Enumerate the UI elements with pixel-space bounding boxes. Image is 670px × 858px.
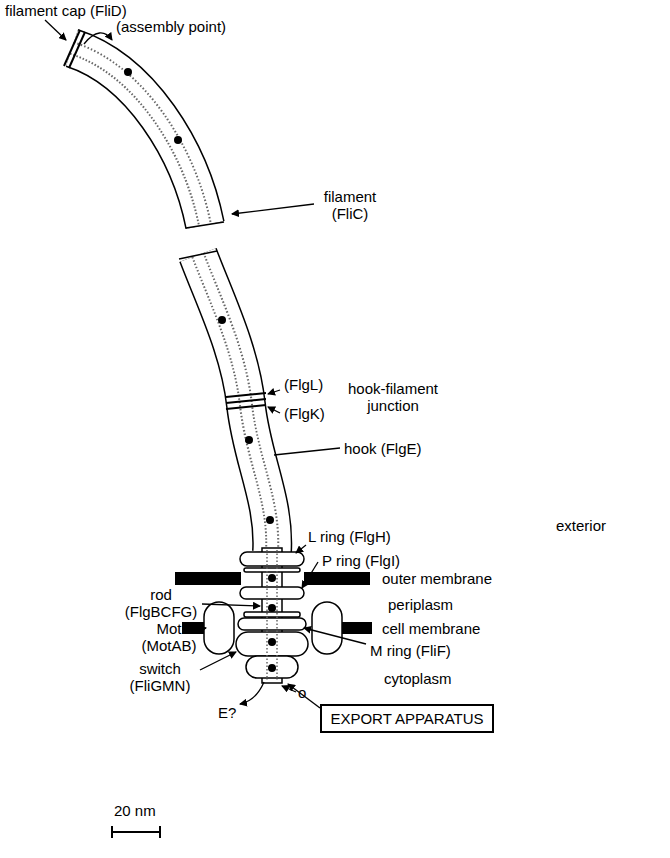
symbol-label: E? (218, 704, 236, 721)
filament-upper (64, 30, 224, 228)
part-label: switch (FliGMN) (118, 660, 202, 694)
part-label: P ring (FlgI) (322, 552, 400, 569)
part-label: Mot (MotAB) (140, 620, 198, 654)
part-label: (FlgK) (284, 405, 325, 422)
region-label: cell membrane (382, 620, 480, 637)
region-label: periplasm (388, 596, 453, 613)
region-label: outer membrane (382, 570, 492, 587)
part-label: hook (FlgE) (344, 440, 422, 457)
part-label: (FlgL) (284, 376, 323, 393)
region-label: cytoplasm (384, 670, 452, 687)
rod-channel (267, 550, 277, 680)
part-label: L ring (FlgH) (308, 528, 391, 545)
basal-body (204, 548, 342, 683)
part-label: filament (FliC) (318, 188, 382, 222)
box-text: EXPORT APPARATUS (330, 710, 483, 727)
part-label: rod (FlgBCFG) (118, 586, 204, 620)
part-label: filament cap (FliD) (5, 2, 127, 19)
filament-lower-and-hook (179, 251, 274, 552)
leader-lines (45, 20, 366, 708)
export-apparatus-box: EXPORT APPARATUS (320, 704, 494, 733)
note-label: (assembly point) (116, 18, 226, 35)
scale-label: 20 nm (114, 802, 156, 819)
symbol-label: o (298, 684, 306, 701)
part-label: M ring (FliF) (370, 642, 451, 659)
scale-bar (112, 826, 160, 838)
part-label: hook-filament junction (338, 380, 448, 414)
region-label: exterior (556, 517, 606, 534)
